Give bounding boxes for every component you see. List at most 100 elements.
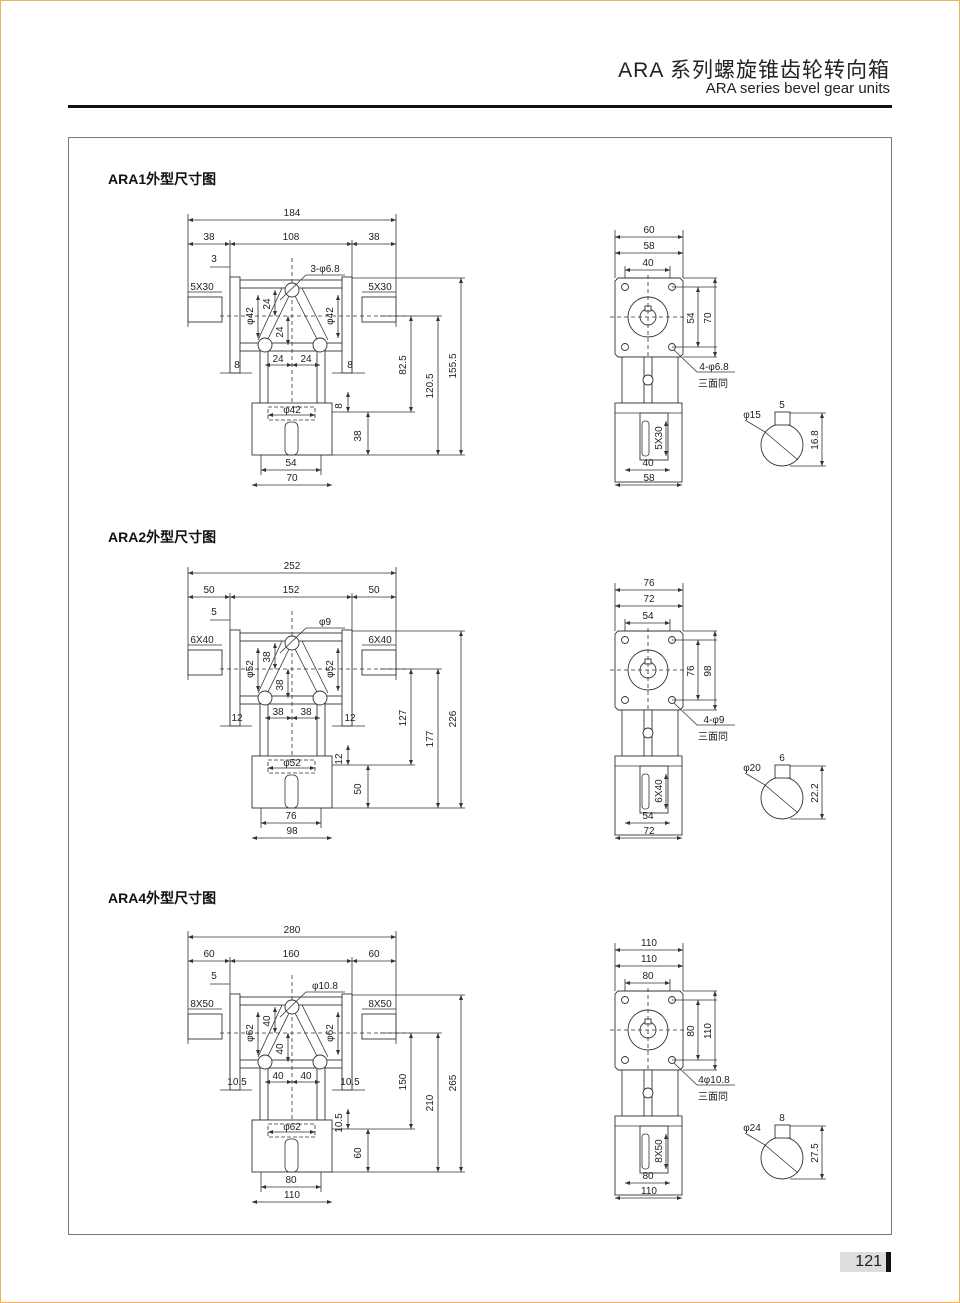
right-flange: [341, 276, 353, 374]
phi-bottom-label: φ52: [283, 758, 301, 769]
arm-line: [257, 287, 283, 341]
dim-side-width-2: 58: [643, 241, 655, 252]
key-detail: [774, 411, 791, 426]
left-hole: [257, 1054, 273, 1070]
right-hole: [312, 337, 328, 353]
dimension-arrow: [366, 765, 370, 808]
dim-total-width: 280: [284, 925, 301, 936]
dimension-arrow: [346, 1109, 350, 1129]
dim-height-1: 82.5: [398, 355, 409, 375]
dim-outer-width: 98: [286, 826, 298, 837]
dim-base-inner: 80: [642, 1171, 654, 1182]
dimension-arrow: [352, 595, 396, 599]
dimension-arrow: [256, 295, 260, 338]
dim-flange: 8: [334, 403, 345, 409]
dim-side-width-2: 72: [643, 594, 655, 605]
page-title-en: ARA series bevel gear units: [705, 80, 890, 97]
key-size-label: 5X30: [654, 426, 665, 450]
key-size-label: 8X50: [654, 1139, 665, 1163]
dim-hole-left: 38: [272, 707, 284, 718]
dim-gap-left: 12: [231, 713, 243, 724]
mounting-hole: [621, 636, 629, 644]
dim-lower-vertical: 40: [275, 1043, 286, 1055]
drawing-line: [673, 1062, 698, 1086]
arm-line: [291, 642, 321, 699]
phi-right-label: φ62: [325, 1024, 336, 1042]
same-three-sides-label: 三面同: [698, 378, 728, 390]
key-left-label: 6X40: [190, 635, 214, 646]
dim-lower-vertical: 38: [275, 679, 286, 691]
dim-right-shaft: 60: [368, 949, 380, 960]
dim-base-height: 38: [353, 430, 364, 442]
left-flange: [229, 276, 241, 374]
shaft-section: [760, 776, 804, 820]
dim-housing-width: 108: [283, 232, 300, 243]
dim-side-width-2: 110: [641, 954, 657, 965]
dimension-arrow: [336, 1012, 340, 1055]
dim-side-width-1: 110: [641, 938, 657, 949]
dim-side-width-3: 54: [642, 611, 654, 622]
dimension-arrow: [352, 242, 396, 246]
arm-line: [257, 640, 283, 694]
dim-hole-spacing: 76: [686, 665, 697, 677]
dim-gap-right: 10.5: [340, 1077, 360, 1088]
dimension-arrow: [625, 1181, 670, 1185]
drawing-line: [279, 991, 307, 1018]
dim-plate-height: 98: [703, 665, 714, 677]
bottom-bar: [239, 695, 343, 705]
dim-housing-width: 160: [283, 949, 300, 960]
mounting-hole: [621, 343, 629, 351]
dim-lower-vertical: 24: [275, 326, 286, 338]
shaft-diameter-label: φ20: [743, 763, 761, 774]
key-height-label: 16.8: [810, 430, 821, 450]
dim-left-shaft: 38: [203, 232, 215, 243]
section-title-ara4: ARA4外型尺寸图: [108, 890, 217, 906]
slot: [641, 420, 650, 457]
dim-right-shaft: 50: [368, 585, 380, 596]
header-rule: [68, 105, 892, 108]
key-right-label: 5X30: [368, 282, 392, 293]
dim-hole-right: 24: [300, 354, 312, 365]
hole-label: φ10.8: [312, 981, 338, 992]
shaft-section: [760, 423, 804, 467]
dimension-arrow: [625, 621, 670, 625]
dim-height-1: 127: [398, 709, 409, 726]
arm-line: [264, 1006, 293, 1063]
dim-offset: 5: [211, 607, 217, 618]
dim-height-1: 150: [398, 1073, 409, 1090]
left-hole: [257, 690, 273, 706]
arm-line: [291, 1006, 321, 1063]
drawing-line: [744, 1132, 766, 1146]
key-right-label: 6X40: [368, 635, 392, 646]
phi-right-label: φ42: [325, 307, 336, 325]
drawing-line: [764, 1144, 799, 1174]
key-height-label: 22.2: [810, 783, 821, 803]
dim-side-width-1: 76: [643, 578, 655, 589]
base-keyway: [284, 1138, 299, 1173]
top-hole: [284, 635, 300, 651]
dimension-arrow: [188, 959, 230, 963]
left-flange: [229, 629, 241, 727]
dim-upper-vertical: 24: [262, 298, 273, 310]
drawing-line: [279, 627, 307, 654]
dim-left-shaft: 50: [203, 585, 215, 596]
dimension-arrow: [188, 242, 230, 246]
arm-line: [301, 640, 329, 694]
key-width-label: 8: [779, 1113, 785, 1124]
mounting-hole: [621, 283, 629, 291]
shaft-diameter-label: φ24: [743, 1123, 761, 1134]
dim-base-outer: 58: [643, 473, 655, 484]
left-flange: [229, 993, 241, 1091]
section-title-ara2: ARA2外型尺寸图: [108, 529, 217, 545]
drawing-line: [279, 274, 307, 301]
mounting-hole-label: 4φ10.8: [698, 1075, 730, 1086]
dimension-arrow: [366, 1129, 370, 1172]
dim-plate-height: 70: [703, 312, 714, 324]
right-shaft: [361, 1013, 397, 1040]
dim-gap-left: 8: [234, 360, 240, 371]
